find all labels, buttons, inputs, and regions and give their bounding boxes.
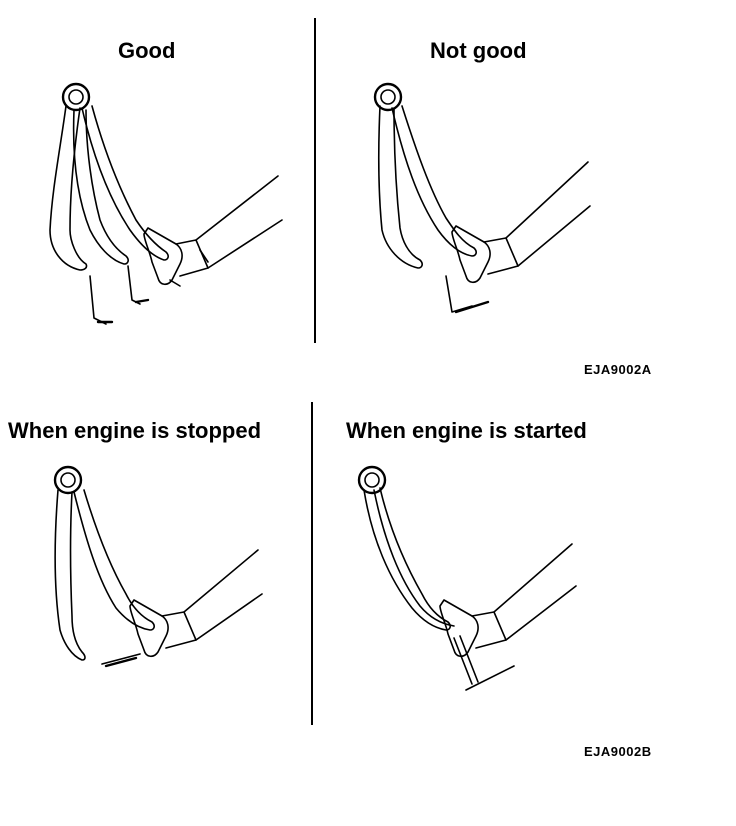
leg-icon (183, 549, 259, 613)
panel-title-good: Good (118, 38, 176, 63)
pedal-pivot-icon (357, 465, 387, 495)
vertical-divider-top (314, 18, 316, 343)
clearance-mark-3 (169, 279, 181, 287)
clearance-mark-2 (127, 265, 141, 305)
illustration-good (49, 82, 283, 325)
pedal-arm-position-1 (49, 105, 88, 271)
clearance-mark (101, 653, 141, 665)
clearance-mark-1 (89, 275, 107, 325)
panel-title-engine-stopped: When engine is stopped (8, 418, 262, 443)
pedal-pivot-icon (373, 82, 403, 112)
pedal-arm-position-2 (72, 109, 129, 265)
foot-icon (143, 227, 183, 286)
vertical-divider-bottom (311, 402, 313, 725)
leg-icon (505, 161, 589, 239)
illustration-engine-started (357, 465, 577, 691)
panel-title-not-good: Not good (430, 38, 527, 63)
pedal-arm-position-2 (373, 489, 455, 627)
illustration-engine-stopped (53, 465, 263, 668)
leg-icon (195, 175, 279, 241)
pedal-arm-position-3 (81, 105, 169, 261)
clearance-mark (459, 635, 479, 683)
pedal-pivot-icon (61, 82, 91, 112)
pedal-arm-position-1 (363, 487, 451, 631)
pedal-arm-position-2 (391, 105, 477, 257)
pedal-pivot-icon (53, 465, 83, 495)
panel-title-engine-started: When engine is started (346, 418, 587, 443)
foot-icon (451, 225, 491, 284)
leg-icon (493, 543, 573, 613)
pedal-arm-position-1 (54, 489, 86, 661)
foot-icon (439, 599, 479, 658)
pedal-arm-position-2 (73, 489, 155, 631)
illustration-not-good (373, 82, 591, 314)
figure-code-bottom: EJA9002B (584, 744, 652, 759)
figure-code-top: EJA9002A (584, 362, 652, 377)
pedal-arm-position-1 (377, 105, 423, 269)
foot-icon (129, 599, 169, 658)
